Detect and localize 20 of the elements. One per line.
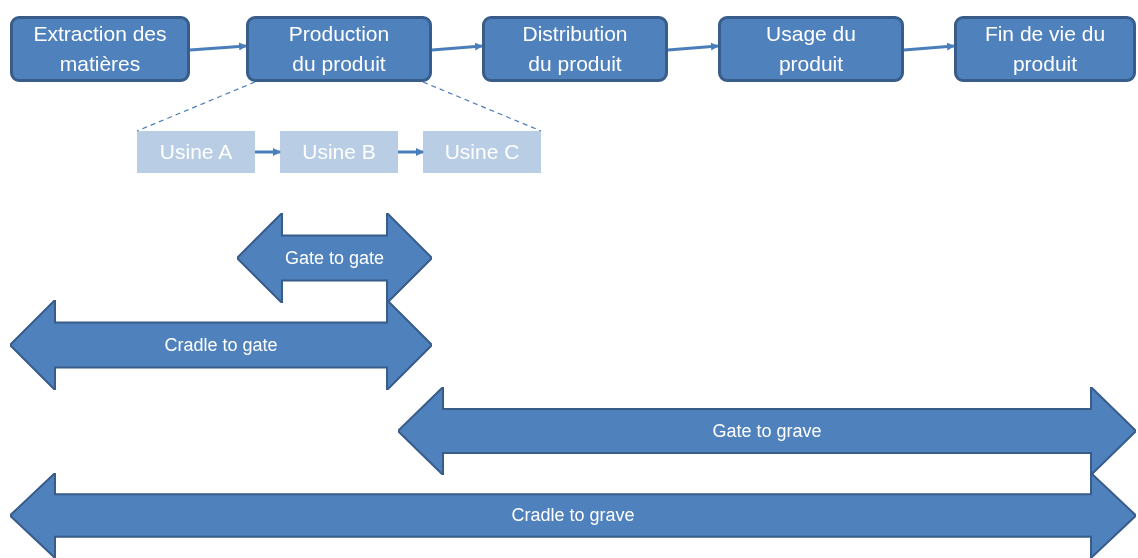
scope-label: Gate to grave (712, 420, 822, 442)
plant-box: Usine A (137, 131, 255, 173)
scope-label: Gate to gate (284, 247, 385, 269)
process-box: Production du produit (246, 16, 432, 82)
plant-box: Usine B (280, 131, 398, 173)
scope-label: Cradle to gate (164, 334, 278, 356)
arrow (431, 42, 483, 52)
plant-box: Usine C (423, 131, 541, 173)
arrow (189, 42, 247, 52)
process-box: Extraction des matières (10, 16, 190, 82)
arrow (903, 42, 955, 52)
arrow (398, 148, 424, 156)
arrow (667, 42, 719, 52)
scope-label: Cradle to grave (511, 505, 635, 526)
connector-line (422, 81, 542, 132)
arrow (255, 148, 281, 156)
process-box: Fin de vie du produit (954, 16, 1136, 82)
connector-line (136, 81, 256, 132)
process-box: Distribution du produit (482, 16, 668, 82)
process-box: Usage du produit (718, 16, 904, 82)
